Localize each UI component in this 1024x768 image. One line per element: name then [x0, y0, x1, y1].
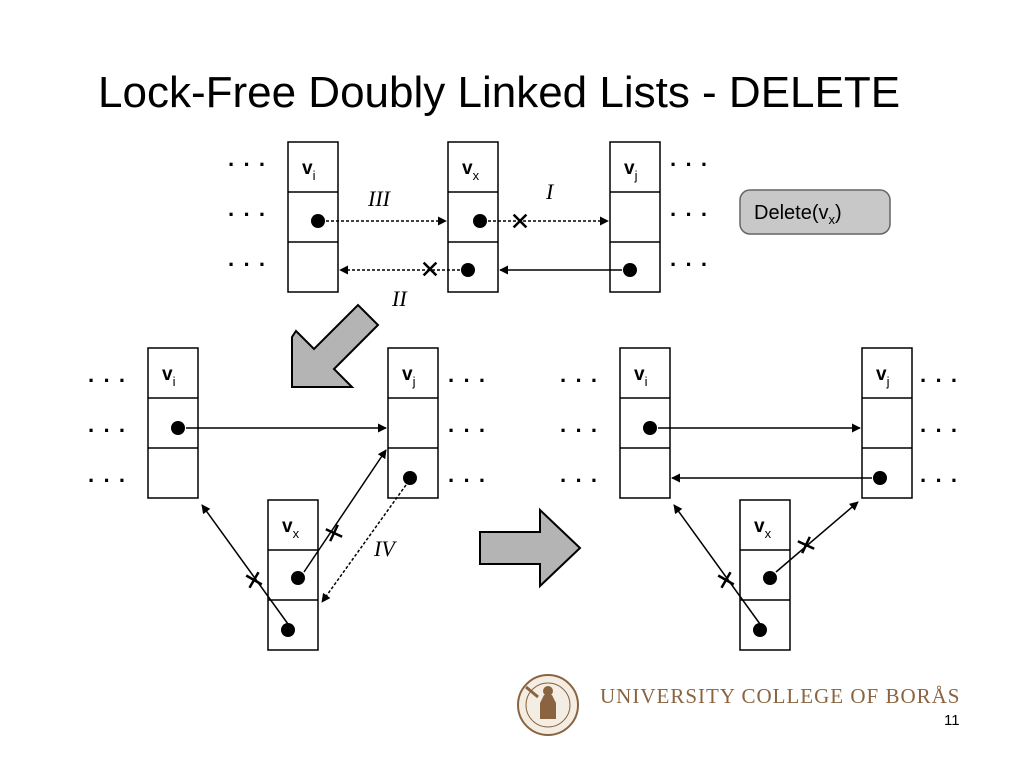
ellipsis: · · · [670, 152, 709, 177]
ellipsis: · · · [670, 252, 709, 277]
step-label: I [545, 179, 555, 204]
cut-mark-bar [801, 536, 811, 554]
link-arrow [673, 504, 761, 625]
ellipsis: · · · [448, 418, 487, 443]
delete-operation-button [739, 189, 891, 235]
node-vi-box [619, 347, 671, 499]
step-label: III [367, 186, 392, 211]
pointer-dot [291, 571, 305, 585]
cut-mark-bar [329, 524, 339, 542]
diagonal-transition-arrow [291, 303, 380, 388]
step-label: II [391, 286, 408, 311]
cut-mark [325, 524, 343, 542]
pointer-dot [403, 471, 417, 485]
ellipsis: · · · [560, 418, 599, 443]
link-arrow [303, 449, 387, 573]
ellipsis: · · · [88, 368, 127, 393]
cut-mark [512, 213, 528, 229]
pointer-dot [623, 263, 637, 277]
pointer-dot [311, 214, 325, 228]
pointer-dot [171, 421, 185, 435]
pointer-dot [473, 214, 487, 228]
node-vx-label: vx [754, 516, 772, 541]
ellipsis: · · · [228, 252, 267, 277]
cut-mark [422, 261, 438, 277]
pointer-dot [643, 421, 657, 435]
pointer-dot [873, 471, 887, 485]
pointer-dot [281, 623, 295, 637]
ellipsis: · · · [560, 368, 599, 393]
ellipsis: · · · [920, 368, 959, 393]
seal-inner-ring [525, 682, 571, 728]
node-vx-label: vx [282, 516, 300, 541]
node-vj-label: vj [624, 158, 638, 183]
slide-title: Lock-Free Doubly Linked Lists - DELETE [98, 68, 901, 117]
ellipsis: · · · [228, 152, 267, 177]
link-arrow [775, 501, 859, 573]
right-transition-arrow [479, 507, 582, 589]
pointer-dot [461, 263, 475, 277]
node-vj-label: vj [876, 364, 890, 389]
ellipsis: · · · [448, 468, 487, 493]
cut-mark-bar [422, 261, 438, 277]
cut-mark [797, 536, 815, 554]
cut-mark-bar [512, 213, 528, 229]
ellipsis: · · · [88, 468, 127, 493]
cut-mark [245, 571, 263, 589]
ellipsis: · · · [920, 468, 959, 493]
ellipsis: · · · [88, 418, 127, 443]
pointer-dot [753, 623, 767, 637]
ellipsis: · · · [920, 418, 959, 443]
ellipsis: · · · [448, 368, 487, 393]
node-vx-label: vx [462, 158, 480, 183]
node-vj-box [861, 347, 913, 499]
ellipsis: · · · [228, 202, 267, 227]
slide-number: 11 [944, 712, 960, 729]
node-vi-label: vi [162, 364, 176, 389]
node-vi-box [147, 347, 199, 499]
node-vj-label: vj [402, 364, 416, 389]
node-vi-label: vi [302, 158, 316, 183]
cut-mark-bar [248, 571, 260, 589]
link-arrow [201, 504, 289, 625]
node-vi-label: vi [634, 364, 648, 389]
step-label: IV [373, 536, 397, 561]
dashed-link-arrow [321, 484, 407, 603]
cut-mark [717, 571, 735, 589]
seal-figure [540, 695, 556, 719]
ellipsis: · · · [670, 202, 709, 227]
pointer-dot [763, 571, 777, 585]
university-seal-icon [517, 674, 579, 736]
ellipsis: · · · [560, 468, 599, 493]
delete-operation-label: Delete(vx) [754, 202, 842, 227]
university-logo-text: UNIVERSITY COLLEGE OF BORÅS [600, 684, 961, 708]
cut-mark-bar [720, 571, 732, 589]
seal-figure-horn [525, 685, 539, 699]
seal-figure-head [543, 686, 553, 696]
